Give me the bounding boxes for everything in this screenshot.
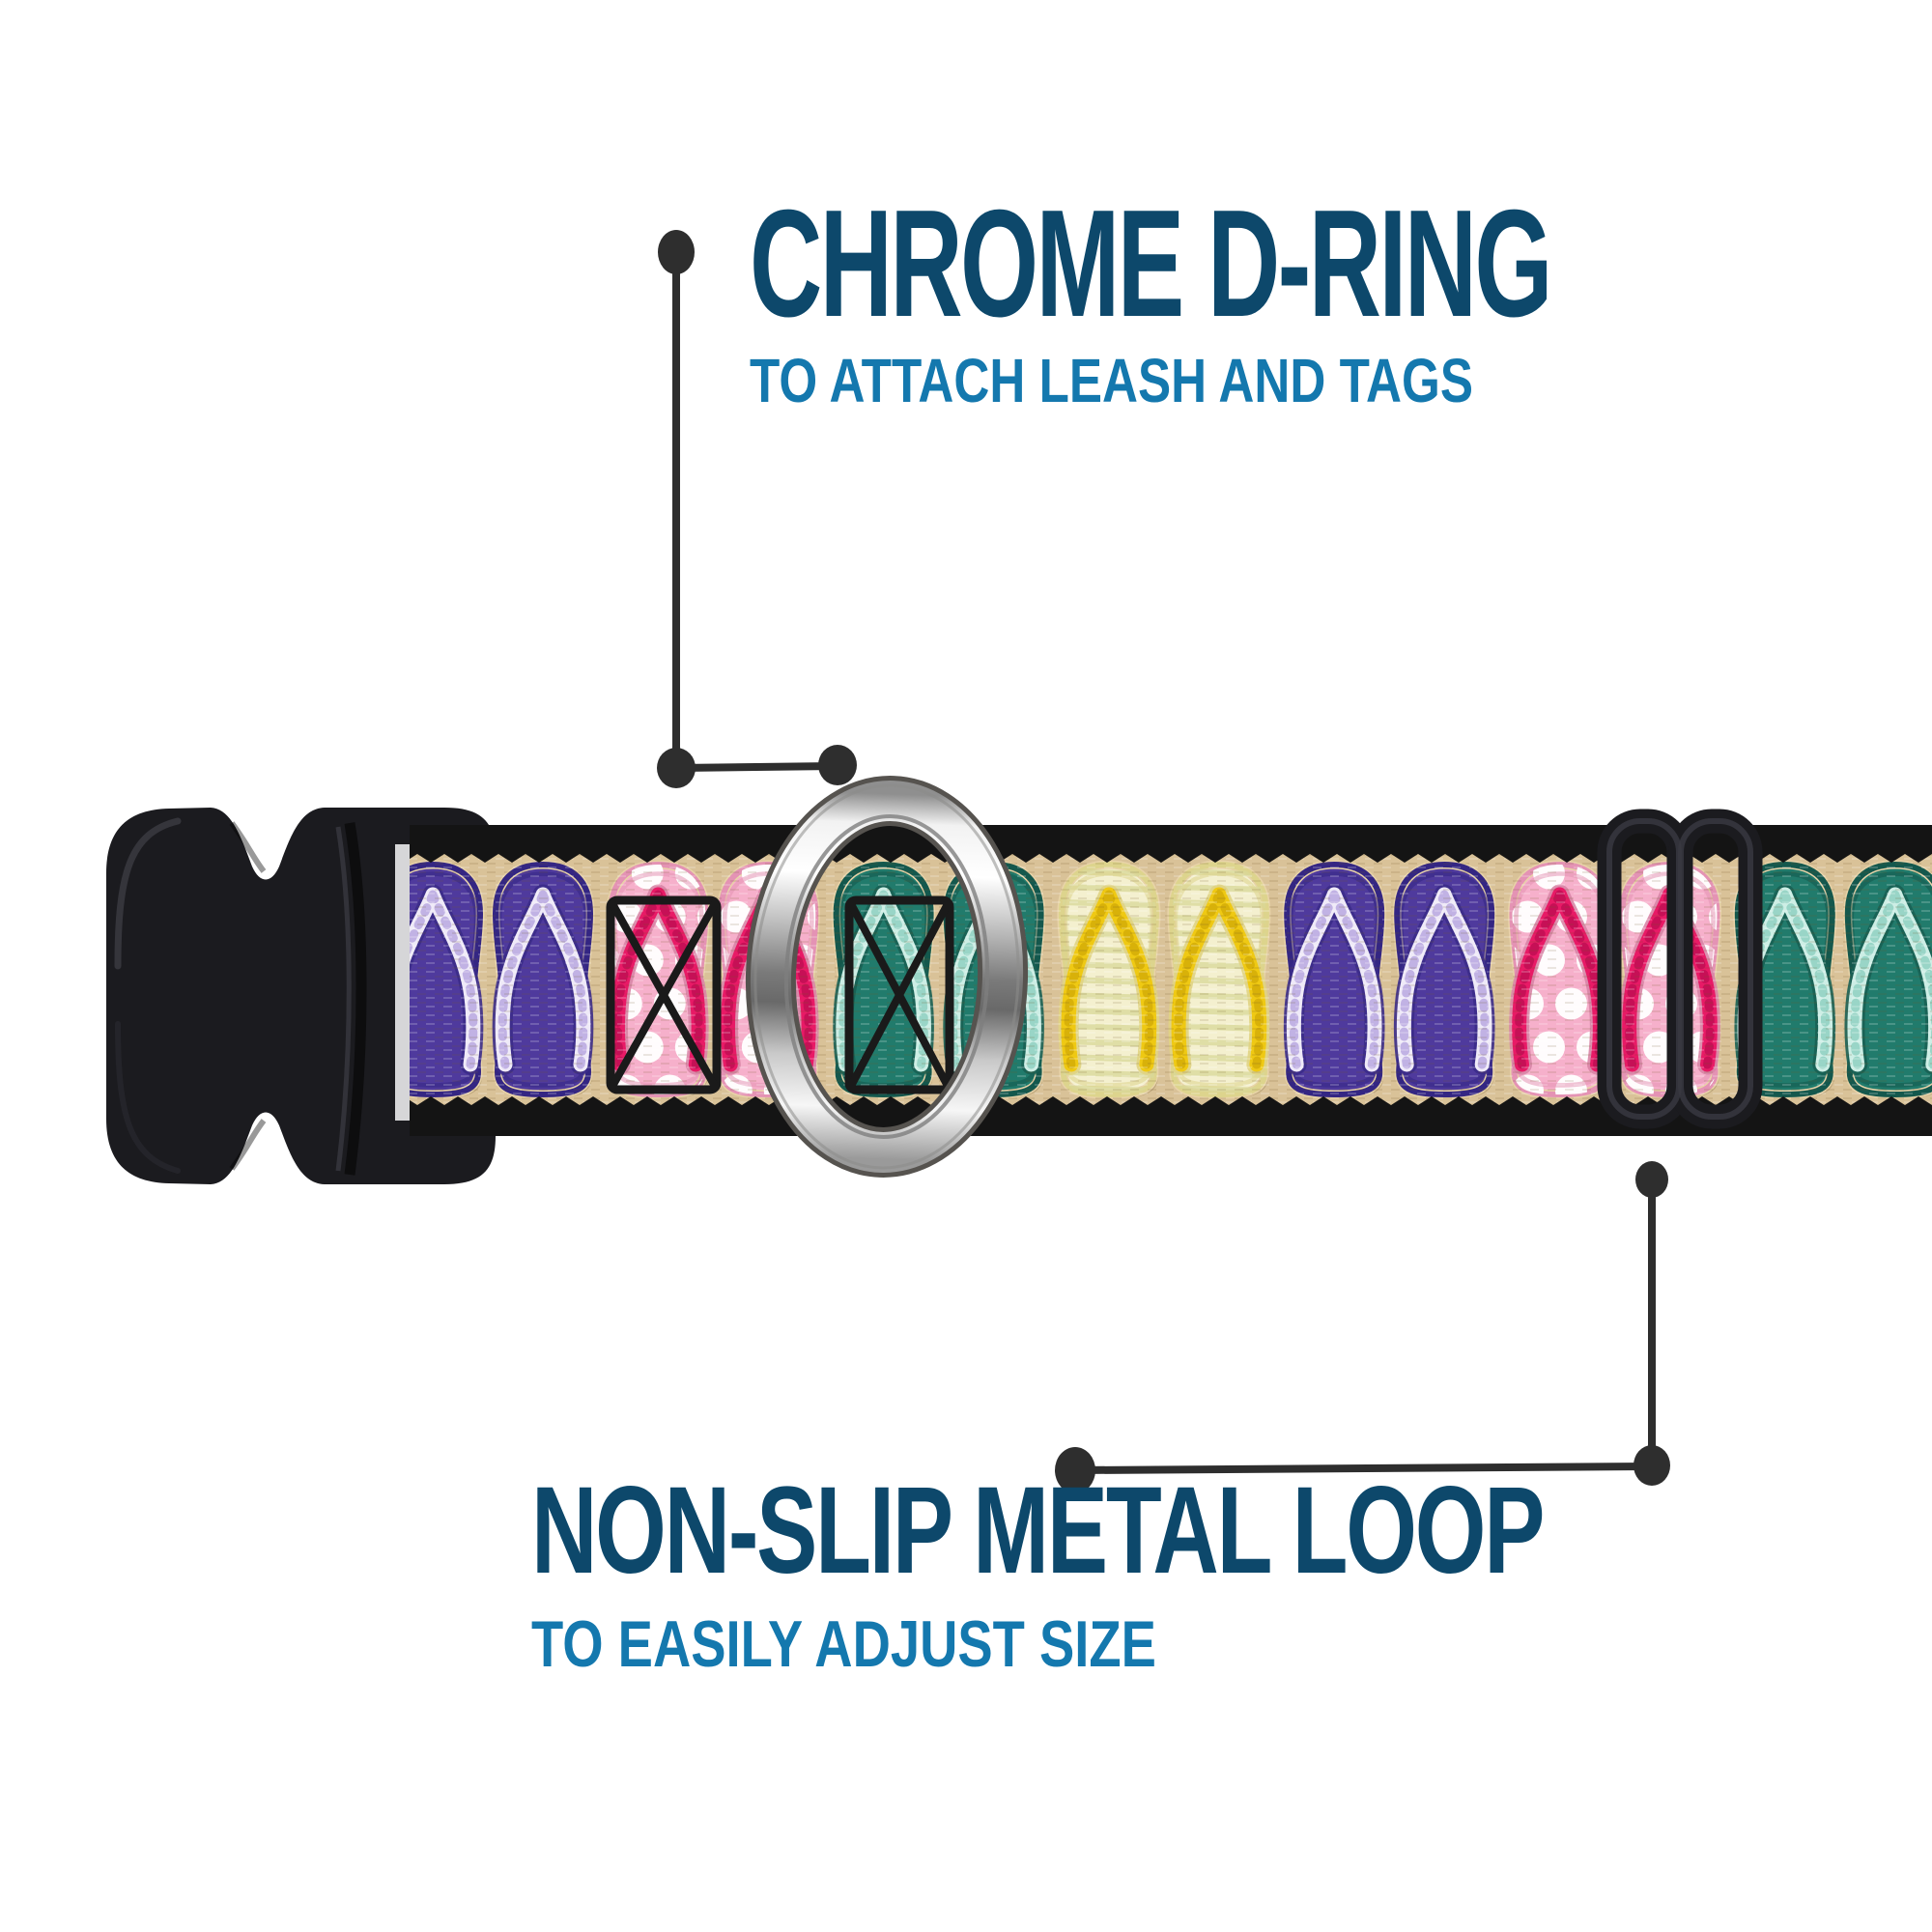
stitch-boxes [606, 895, 954, 1094]
callout-bottom-subtitle: TO EASILY ADJUST SIZE [531, 1606, 1156, 1681]
collar-strap [410, 825, 1932, 1136]
callout-top: CHROME D-RING TO ATTACH LEASH AND TAGS [750, 179, 1932, 416]
callout-dot [657, 748, 696, 788]
callout-bottom: NON-SLIP METAL LOOP TO EASILY ADJUST SIZ… [531, 1462, 1898, 1681]
callout-bottom-title: NON-SLIP METAL LOOP [531, 1462, 1545, 1600]
buckle-slot-highlight [395, 844, 410, 1121]
callout-dot [658, 230, 695, 274]
callout-dot [1634, 1445, 1670, 1486]
callout-leader-lines [657, 230, 1670, 1493]
callout-dot [1055, 1447, 1095, 1493]
callout-dot [1635, 1161, 1668, 1198]
chrome-d-ring-icon [745, 776, 1029, 1178]
callout-dot [818, 745, 857, 785]
callout-top-subtitle: TO ATTACH LEASH AND TAGS [750, 346, 1473, 416]
callout-top-title: CHROME D-RING [750, 179, 1552, 349]
metal-loop-adjuster-icon [1597, 809, 1763, 1129]
